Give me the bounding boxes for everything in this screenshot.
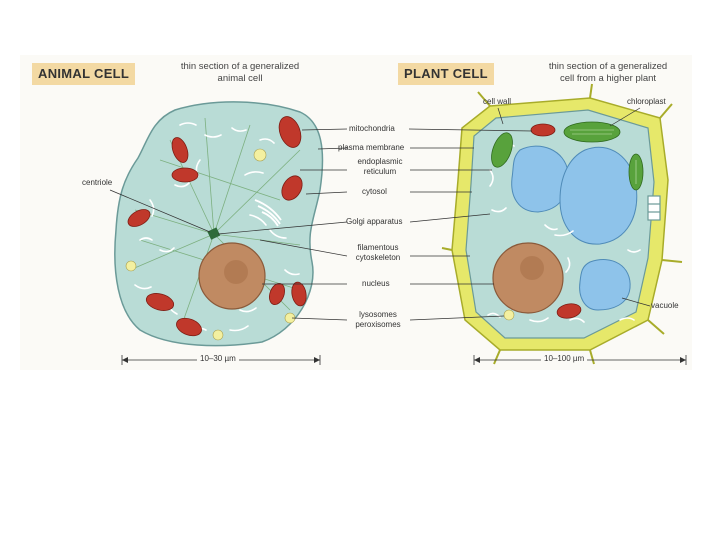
label-filament-line2: cytoskeleton (355, 253, 401, 262)
label-lyso-line1: lysosomes (359, 310, 397, 319)
plant-chloroplasts (491, 121, 644, 191)
label-filamentous-cytoskeleton: filamentous cytoskeleton (342, 243, 414, 263)
label-filament-line1: filamentous (357, 243, 399, 252)
animal-cell-heading: ANIMAL CELL (32, 63, 136, 85)
label-cytosol: cytosol (362, 187, 387, 196)
label-chloroplast: chloroplast (627, 97, 666, 106)
animal-cell-body (114, 101, 324, 347)
scale-arrowheads (122, 357, 686, 363)
label-endoplasmic-reticulum: endoplasmic reticulum (344, 157, 416, 177)
animal-er (134, 122, 300, 332)
animal-golgi (254, 199, 282, 227)
plant-thylakoids (570, 129, 637, 184)
plant-subtitle: thin section of a generalized cell from … (523, 61, 693, 85)
plant-cell-heading: PLANT CELL (398, 63, 494, 85)
animal-subtitle-line2: animal cell (217, 73, 263, 84)
plant-er (487, 142, 641, 323)
animal-mitochondria (127, 116, 307, 337)
plant-wall-junctions (441, 83, 683, 365)
plant-scale-label: 10–100 µm (541, 354, 588, 363)
plant-subtitle-line1: thin section of a generalized (548, 61, 668, 72)
animal-cell (114, 101, 324, 347)
plant-subtitle-line2: cell from a higher plant (559, 73, 657, 84)
plant-mitochondria (530, 123, 582, 319)
label-mitochondria: mitochondria (349, 124, 395, 133)
animal-subtitle: thin section of a generalized animal cel… (160, 61, 320, 85)
label-cell-wall: cell wall (483, 97, 512, 106)
animal-subtitle-line1: thin section of a generalized (180, 61, 300, 72)
label-er-line1: endoplasmic (357, 157, 403, 166)
label-nucleus: nucleus (362, 279, 390, 288)
label-centriole: centriole (82, 178, 113, 187)
animal-centriole (207, 227, 221, 240)
plant-peroxisome (503, 309, 515, 321)
plant-cell (441, 83, 683, 365)
label-lyso-line2: peroxisomes (355, 320, 401, 329)
label-vacuole: vacuole (651, 301, 679, 310)
label-er-line2: reticulum (363, 167, 397, 176)
label-golgi-apparatus: Golgi apparatus (346, 217, 403, 226)
plant-plasmodesmata (647, 195, 661, 221)
label-plasma-membrane: plasma membrane (338, 143, 405, 152)
plant-vacuoles (511, 145, 638, 311)
animal-scale-label: 10–30 µm (197, 354, 239, 363)
leader-lines (109, 107, 651, 321)
label-lysosomes-peroxisomes: lysosomes peroxisomes (342, 310, 414, 330)
